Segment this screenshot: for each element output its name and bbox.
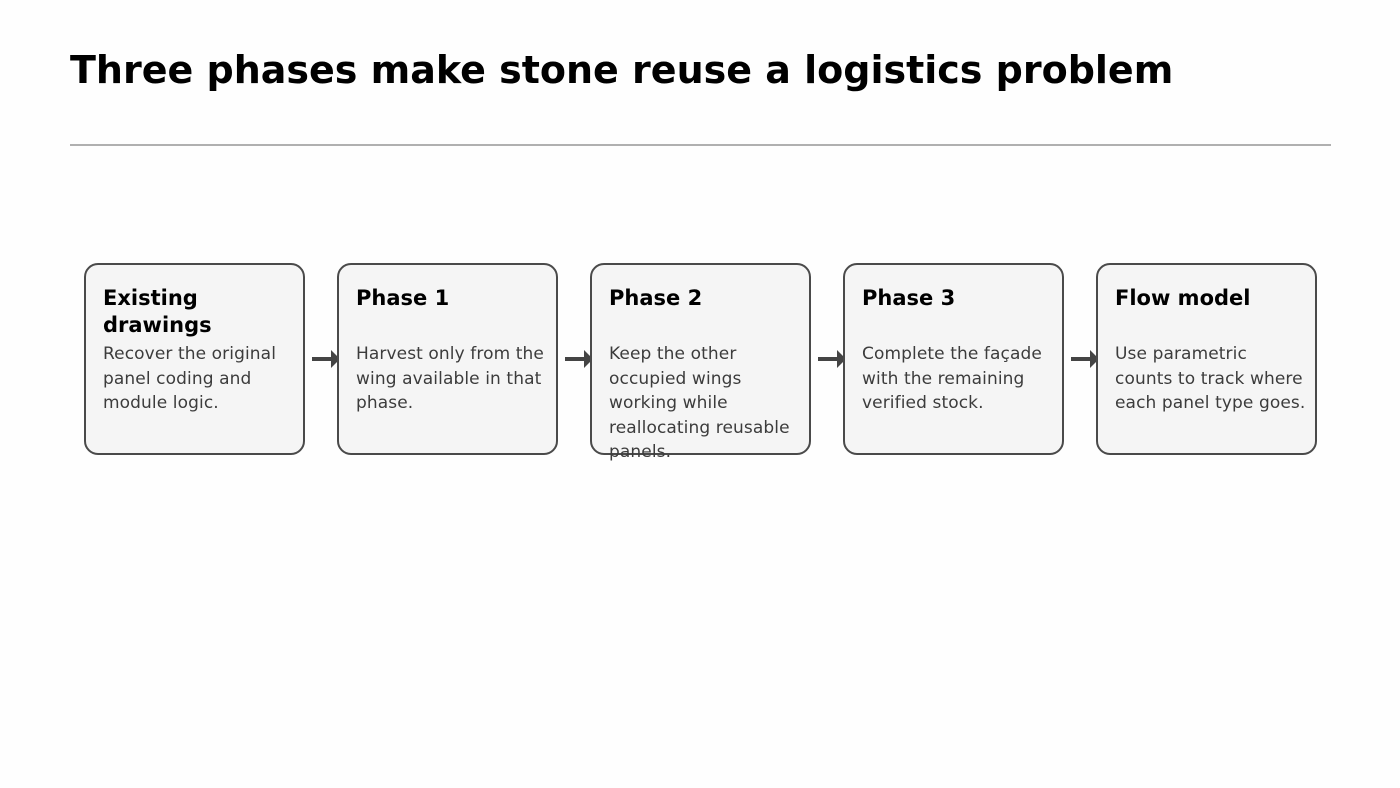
step-phase-1: Phase 1 Harvest only from the wing avail… <box>337 263 558 455</box>
step-description: Recover the original panel coding and mo… <box>103 344 277 413</box>
step-phase-3: Phase 3 Complete the façade with the rem… <box>843 263 1064 455</box>
step-phase-2: Phase 2 Keep the other occupied wings wo… <box>590 263 811 462</box>
step-title: Phase 2 <box>609 286 703 310</box>
arrow-right-icon <box>564 349 594 369</box>
arrow-right-icon <box>817 349 847 369</box>
arrow-right-icon <box>1070 349 1100 369</box>
step-description: Harvest only from the wing available in … <box>356 344 544 413</box>
step-description: Complete the façade with the remaining v… <box>862 344 1042 413</box>
title-divider <box>70 144 1331 146</box>
step-description: Keep the other occupied wings working wh… <box>609 344 790 462</box>
step-title: Phase 3 <box>862 286 956 310</box>
step-title: Flow model <box>1115 286 1251 310</box>
slide-title: Three phases make stone reuse a logistic… <box>70 48 1174 92</box>
step-flow-model: Flow model Use parametric counts to trac… <box>1096 263 1317 455</box>
step-title: Phase 1 <box>356 286 450 310</box>
step-existing-drawings: Existing drawings Recover the original p… <box>84 263 305 455</box>
step-description: Use parametric counts to track where eac… <box>1115 344 1306 413</box>
step-title: Existing drawings <box>103 286 212 337</box>
arrow-right-icon <box>311 349 341 369</box>
